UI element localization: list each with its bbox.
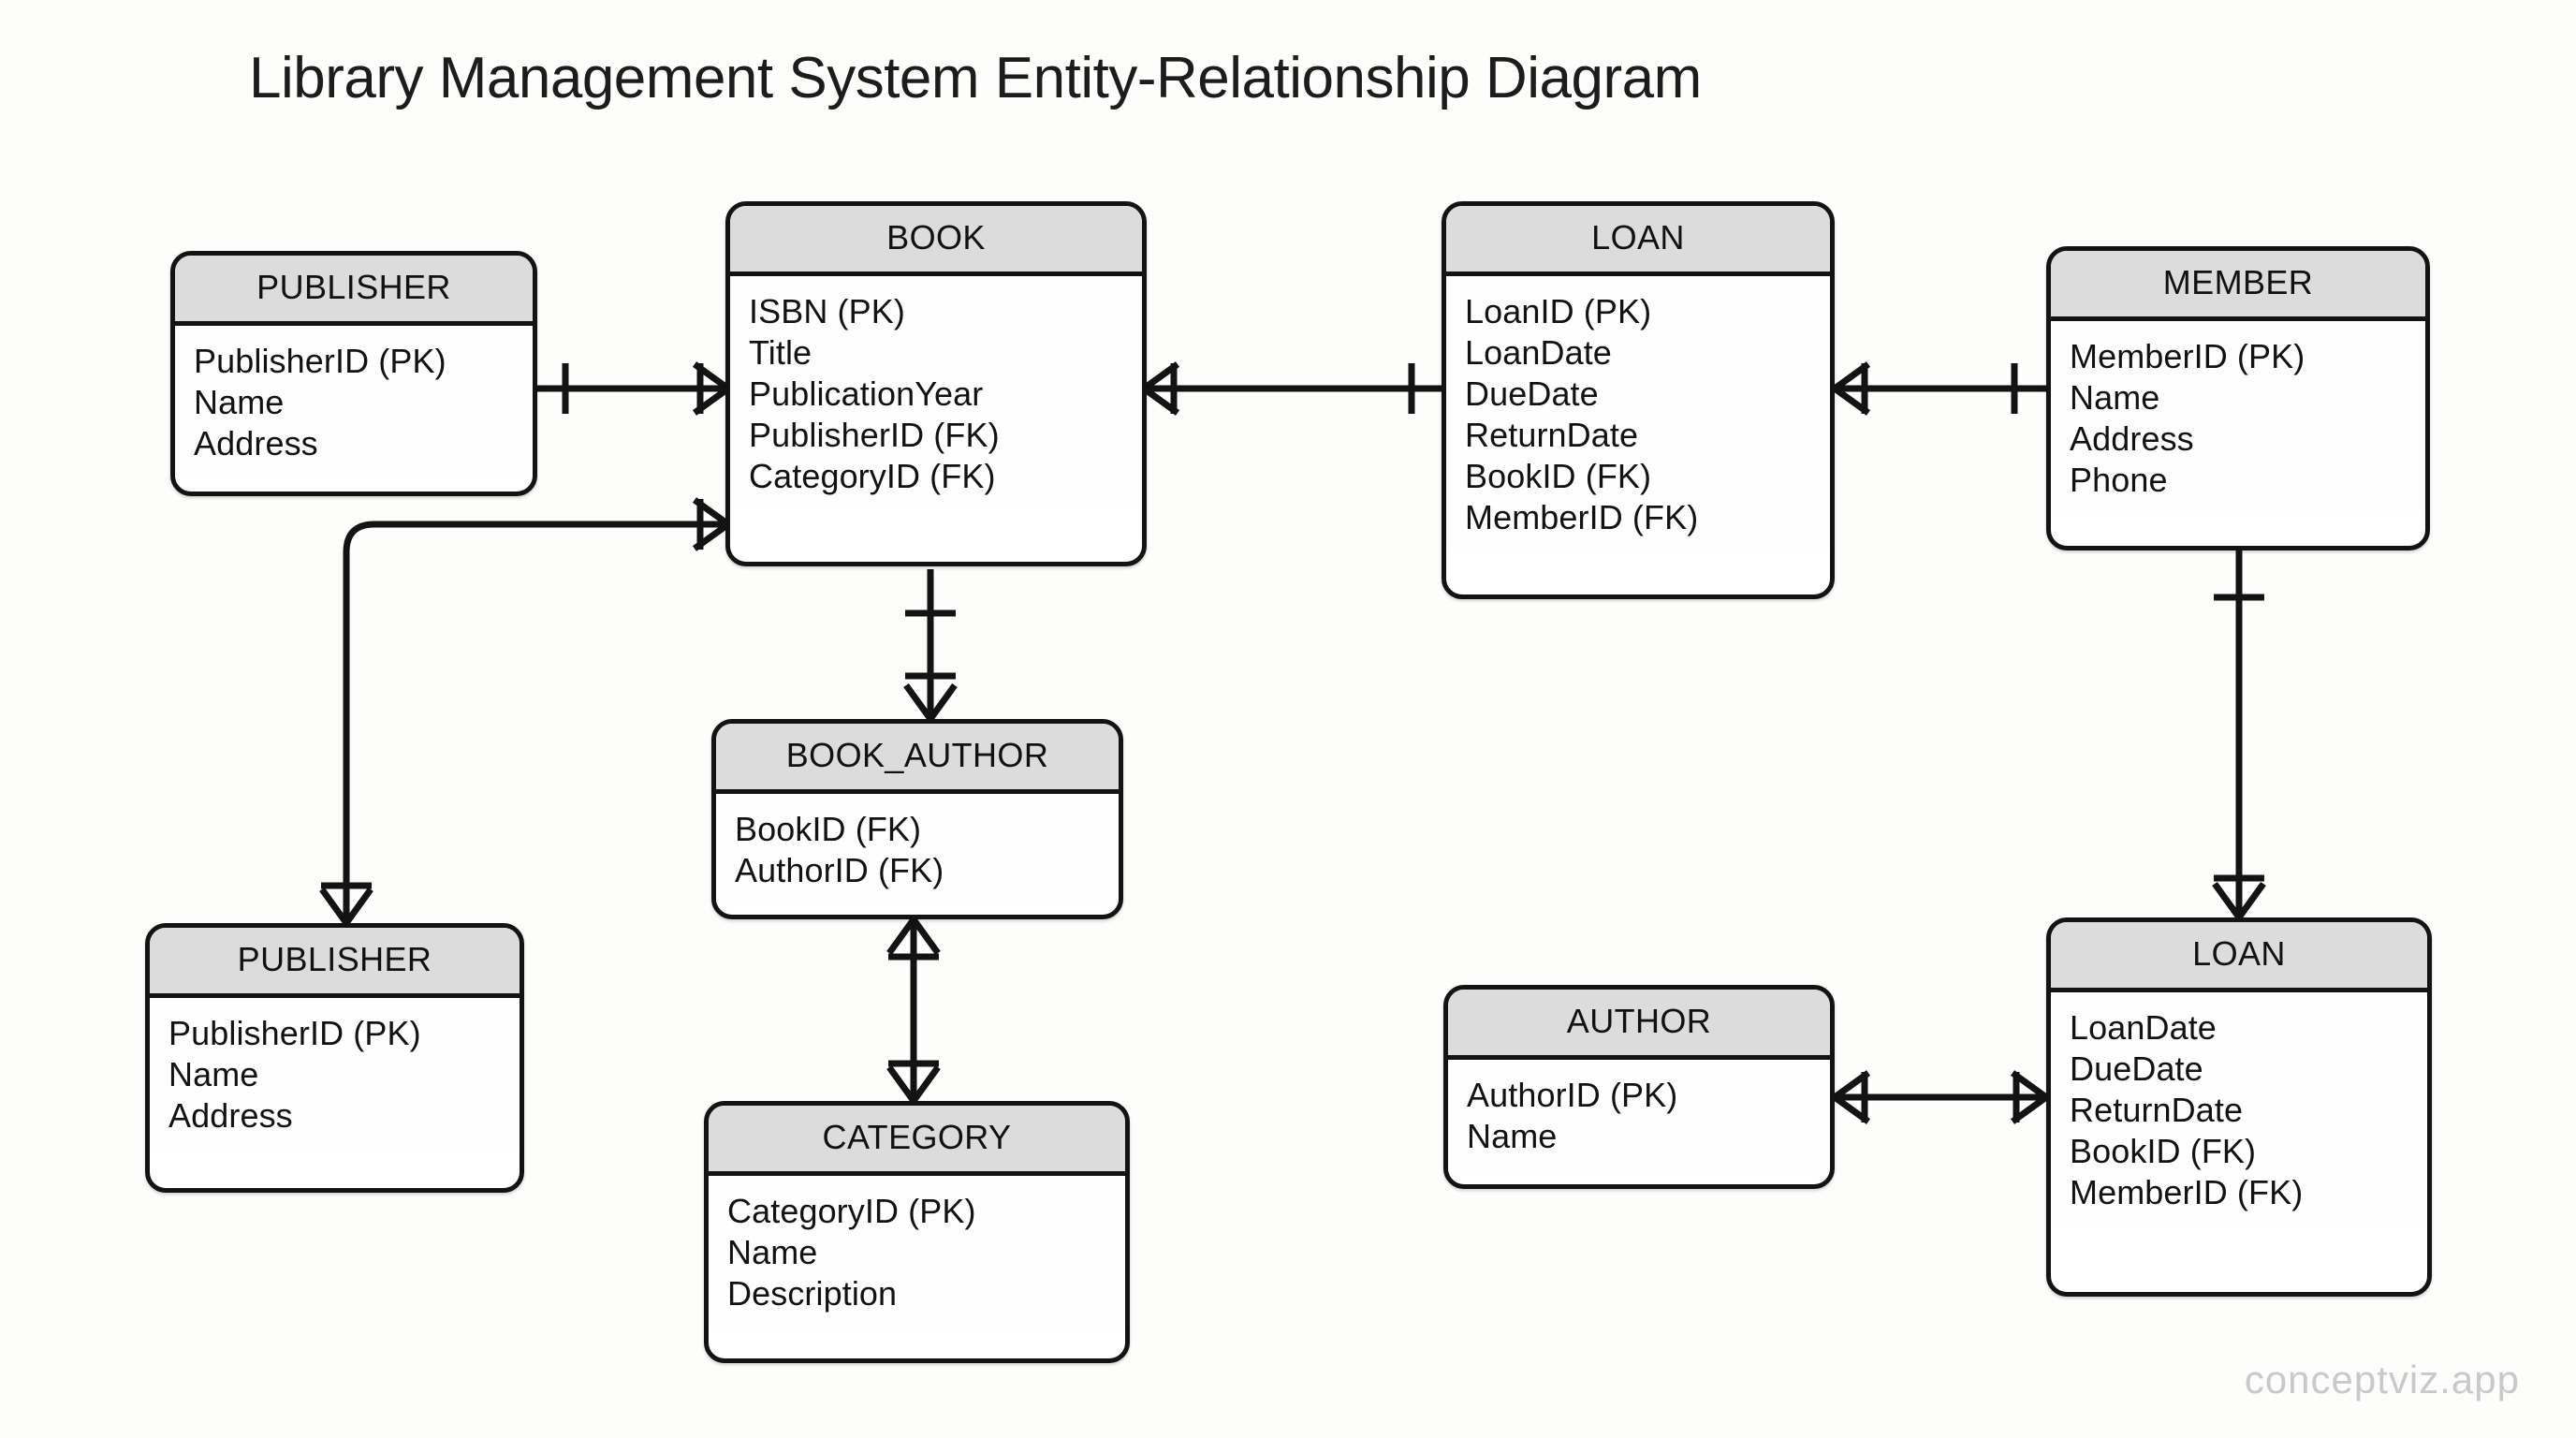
- entity-publisher-bottom[interactable]: PUBLISHER PublisherID (PK) Name Address: [145, 923, 524, 1193]
- attribute-row: MemberID (FK): [1465, 497, 1699, 536]
- entity-header-publisher-bottom: PUBLISHER: [150, 928, 520, 998]
- entity-header-book-author: BOOK_AUTHOR: [716, 724, 1119, 794]
- attribute-row: PublisherID (FK): [749, 415, 1000, 454]
- entity-member[interactable]: MEMBER MemberID (PK) Name Address Phone: [2046, 246, 2430, 550]
- entity-body-publisher-bottom: PublisherID (PK) Name Address: [150, 998, 520, 1150]
- attribute-row: Description: [727, 1273, 898, 1313]
- attribute-row: Name: [2070, 377, 2160, 417]
- attribute-row: AuthorID (FK): [735, 850, 944, 889]
- crowsfoot-loan-member: [1832, 361, 1871, 416]
- entity-author[interactable]: AUTHOR AuthorID (PK) Name: [1443, 985, 1835, 1189]
- attribute-row: Name: [194, 382, 285, 421]
- entity-header-author: AUTHOR: [1448, 990, 1830, 1060]
- page-title: Library Management System Entity-Relatio…: [249, 46, 1702, 110]
- crowsfoot-bookauthor-top: [886, 917, 941, 956]
- attribute-row: Phone: [2070, 460, 2168, 499]
- entity-book-author[interactable]: BOOK_AUTHOR BookID (FK) AuthorID (FK): [711, 719, 1123, 919]
- crowsfoot-loan-bottom-side: [2010, 1070, 2049, 1124]
- entity-header-loan-bottom: LOAN: [2051, 922, 2427, 992]
- attribute-row: Name: [1467, 1116, 1558, 1155]
- attribute-row: Name: [168, 1054, 259, 1093]
- attribute-row: BookID (FK): [735, 810, 922, 848]
- entity-body-category: CategoryID (PK) Name Description: [709, 1176, 1125, 1328]
- attribute-row: Name: [727, 1232, 818, 1271]
- entity-body-publisher-top: PublisherID (PK) Name Address: [175, 326, 533, 477]
- attribute-row: AuthorID (PK): [1467, 1076, 1678, 1114]
- entity-body-loan-top: LoanID (PK) LoanDate DueDate ReturnDate …: [1446, 276, 1830, 551]
- attribute-row: Address: [194, 423, 318, 462]
- crowsfoot-loan-bottom-top: [2212, 881, 2266, 920]
- entity-body-member: MemberID (PK) Name Address Phone: [2051, 321, 2425, 514]
- attribute-row: DueDate: [1465, 374, 1599, 413]
- entity-header-category: CATEGORY: [709, 1106, 1125, 1176]
- entity-header-book: BOOK: [730, 206, 1142, 276]
- attribute-row: LoanDate: [2070, 1008, 2217, 1047]
- connector-book-publisher-bottom: [343, 521, 728, 923]
- entity-body-author: AuthorID (PK) Name: [1448, 1060, 1830, 1170]
- entity-loan-top[interactable]: LOAN LoanID (PK) LoanDate DueDate Return…: [1442, 201, 1835, 599]
- crowsfoot-author-side: [1832, 1070, 1871, 1124]
- attribute-row: DueDate: [2070, 1049, 2203, 1088]
- attribute-row: PublisherID (PK): [168, 1014, 421, 1052]
- crowsfoot-publisher-book: [692, 361, 731, 416]
- entity-header-loan-top: LOAN: [1446, 206, 1830, 276]
- attribute-row: Address: [168, 1095, 293, 1135]
- entity-book[interactable]: BOOK ISBN (PK) Title PublicationYear Pub…: [725, 201, 1147, 566]
- attribute-row: LoanDate: [1465, 332, 1612, 372]
- attribute-row: Title: [749, 332, 812, 372]
- entity-publisher-top[interactable]: PUBLISHER PublisherID (PK) Name Address: [170, 251, 537, 496]
- crowsfoot-book-bookauthor: [903, 682, 958, 722]
- entity-body-book: ISBN (PK) Title PublicationYear Publishe…: [730, 276, 1142, 510]
- attribute-row: LoanID (PK): [1465, 292, 1652, 330]
- attribute-row: Address: [2070, 418, 2194, 458]
- crowsfoot-book-loan: [1141, 361, 1180, 416]
- crowsfoot-publisher-bottom: [319, 887, 373, 926]
- attribute-row: BookID (FK): [2070, 1131, 2257, 1170]
- attribute-row: PublicationYear: [749, 374, 984, 413]
- attribute-row: ISBN (PK): [749, 292, 905, 330]
- attribute-row: ReturnDate: [2070, 1090, 2244, 1129]
- crowsfoot-book-left: [692, 497, 731, 551]
- entity-body-book-author: BookID (FK) AuthorID (FK): [716, 794, 1119, 904]
- entity-header-member: MEMBER: [2051, 251, 2425, 321]
- entity-header-publisher-top: PUBLISHER: [175, 256, 533, 326]
- attribute-row: MemberID (FK): [2070, 1172, 2304, 1211]
- attribute-row: CategoryID (FK): [749, 456, 996, 495]
- crowsfoot-category-top: [886, 1064, 941, 1104]
- entity-body-loan-bottom: LoanDate DueDate ReturnDate BookID (FK) …: [2051, 992, 2427, 1226]
- entity-category[interactable]: CATEGORY CategoryID (PK) Name Descriptio…: [704, 1101, 1130, 1363]
- entity-loan-bottom[interactable]: LOAN LoanDate DueDate ReturnDate BookID …: [2046, 917, 2432, 1297]
- attribute-row: MemberID (PK): [2070, 337, 2305, 375]
- attribute-row: PublisherID (PK): [194, 342, 446, 380]
- attribute-row: ReturnDate: [1465, 415, 1639, 454]
- watermark: conceptviz.app: [2244, 1357, 2520, 1401]
- attribute-row: BookID (FK): [1465, 456, 1652, 495]
- attribute-row: CategoryID (PK): [727, 1192, 976, 1230]
